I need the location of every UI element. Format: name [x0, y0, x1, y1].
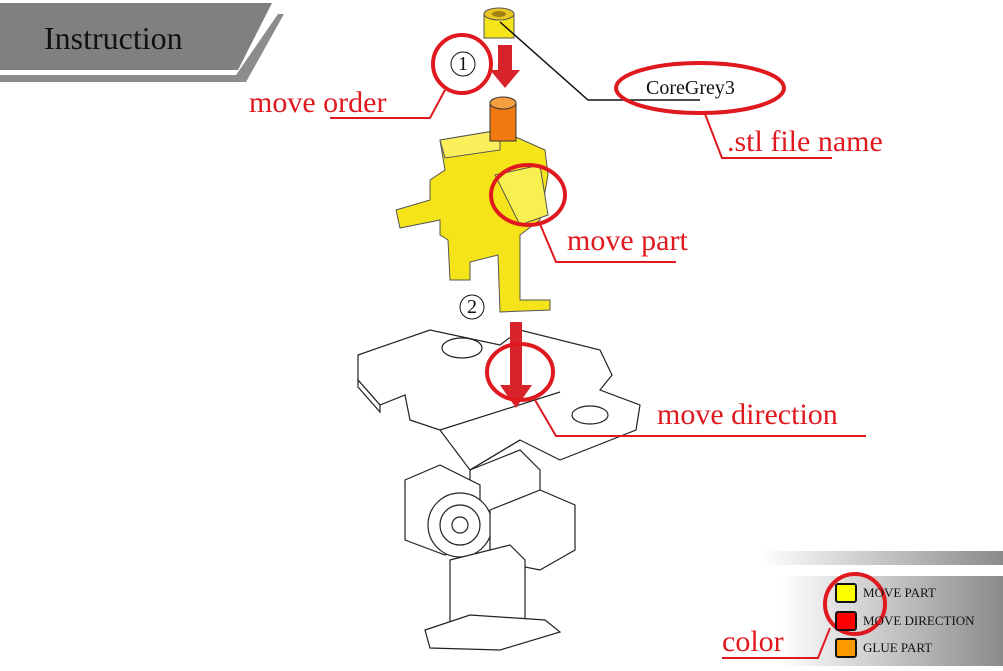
legend-panel	[780, 576, 1003, 666]
base-assembly	[357, 329, 641, 651]
knob-part	[483, 7, 515, 39]
step-number-2: 2	[467, 296, 477, 318]
stl-file-name-label: CoreGrey3	[646, 77, 735, 99]
annotation-move-part: move part	[567, 224, 688, 257]
file-name-leader	[499, 21, 700, 101]
annotation-color: color	[722, 625, 784, 658]
legend-item-move-part: MOVE PART	[835, 583, 936, 603]
swatch-yellow	[835, 583, 857, 603]
header-banner	[0, 3, 284, 82]
glue-part	[489, 96, 517, 142]
legend-band	[760, 551, 1003, 565]
legend-item-move-direction: MOVE DIRECTION	[835, 611, 975, 631]
annotation-stl-file-name: .stl file name	[727, 125, 883, 158]
move-part	[395, 129, 551, 313]
legend-label: GLUE PART	[863, 640, 933, 655]
move-direction-arrow	[490, 45, 532, 408]
swatch-red	[835, 611, 857, 631]
step-2-circle	[459, 294, 485, 320]
legend-item-glue-part: GLUE PART	[835, 638, 932, 658]
legend-label: MOVE PART	[863, 585, 936, 600]
step-number-1: 1	[458, 53, 468, 75]
legend-label: MOVE DIRECTION	[863, 613, 975, 628]
swatch-orange	[835, 638, 857, 658]
annotation-marks	[330, 33, 887, 659]
header-title: Instruction	[44, 20, 183, 56]
step-1-circle	[450, 51, 476, 77]
annotation-move-direction: move direction	[657, 398, 838, 431]
annotation-move-order: move order	[249, 86, 387, 119]
